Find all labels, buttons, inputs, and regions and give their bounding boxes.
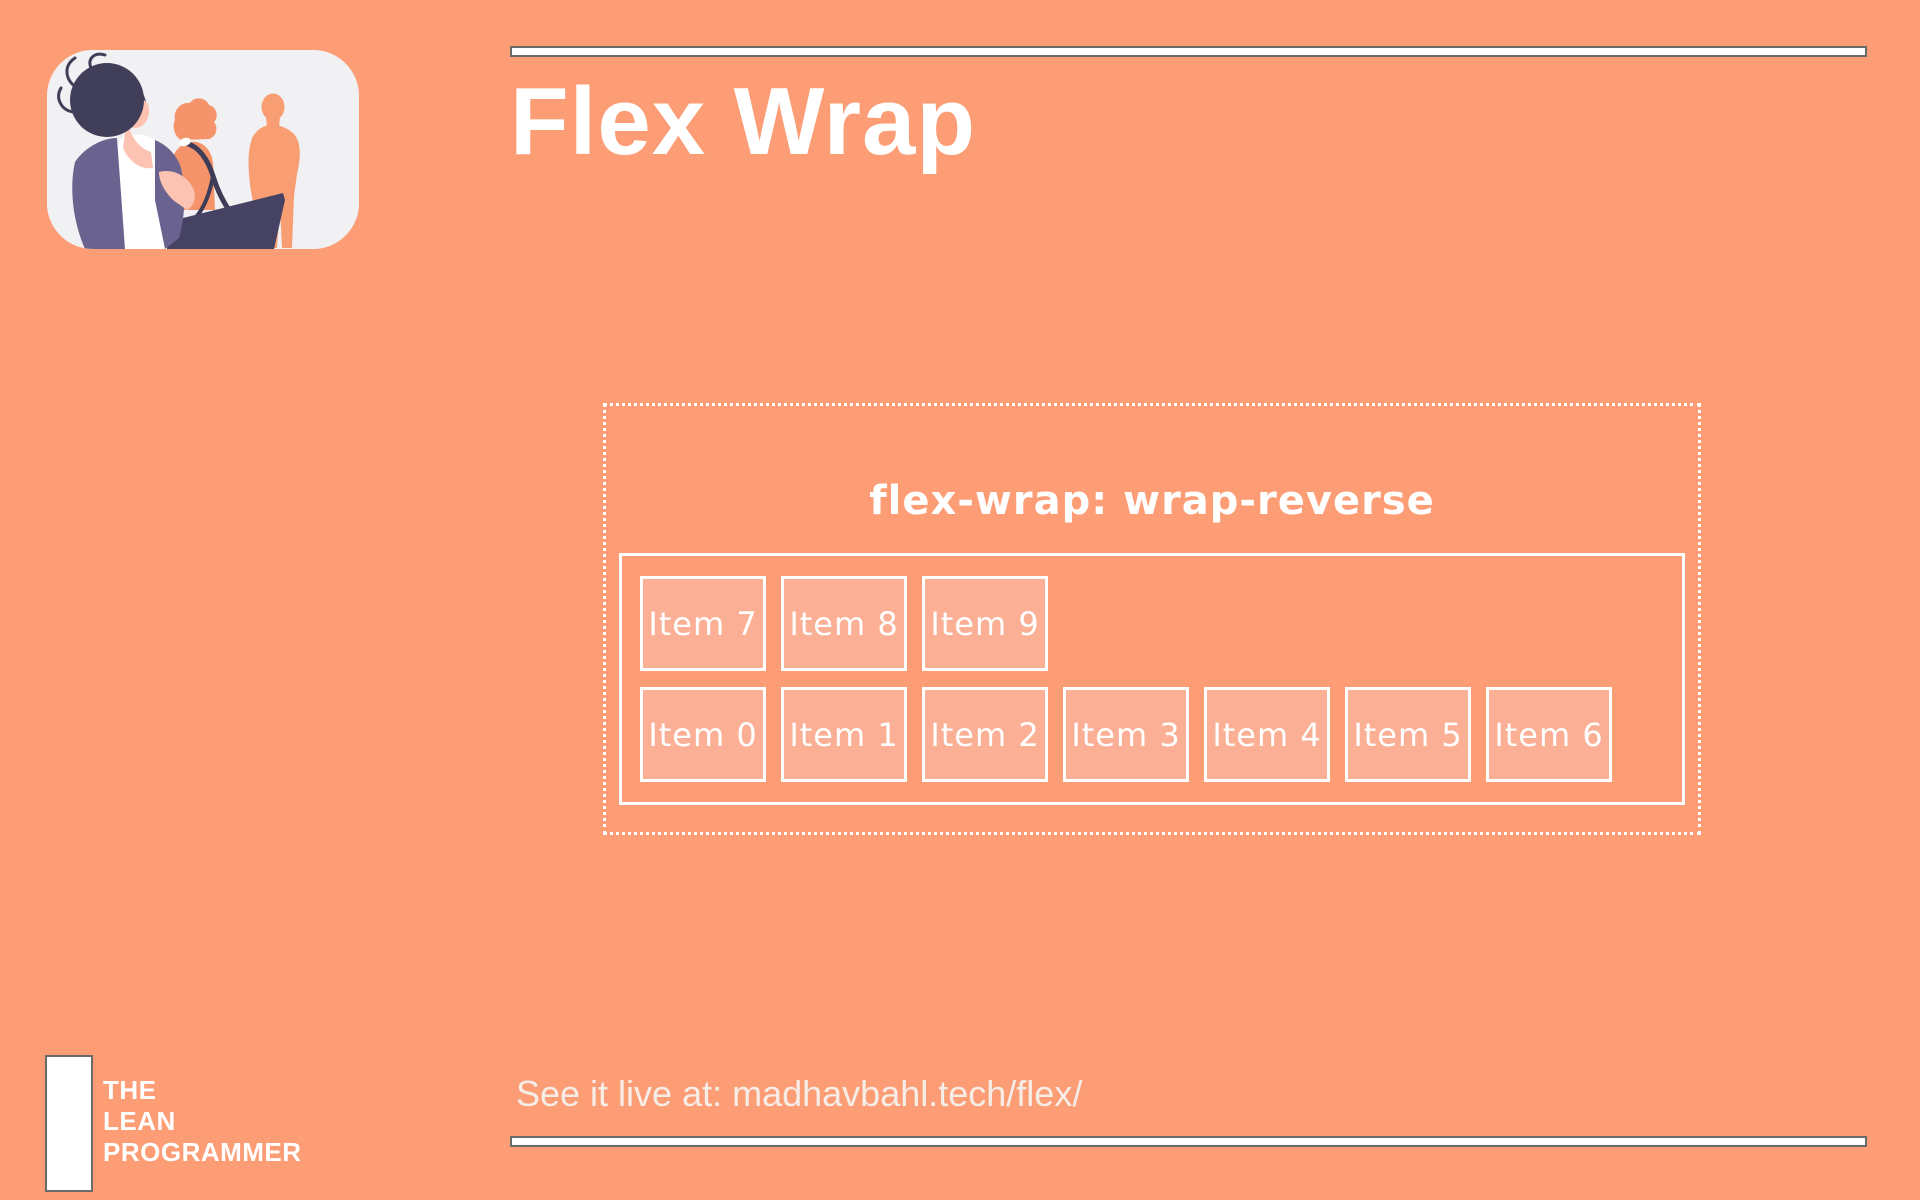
speaker-woman-icon [57,52,195,249]
flex-item-6: Item 6 [1486,687,1612,782]
flex-container: Item 0 Item 1 Item 2 Item 3 Item 4 Item … [619,553,1685,805]
flex-item-3: Item 3 [1063,687,1189,782]
bottom-divider-bar [510,1136,1867,1147]
flex-wrap-caption: flex-wrap: wrap-reverse [869,478,1435,524]
flex-item-1: Item 1 [781,687,907,782]
slide-title: Flex Wrap [510,68,977,175]
flex-item-0: Item 0 [640,687,766,782]
brand-line-programmer: PROGRAMMER [103,1137,302,1167]
flex-item-7: Item 7 [640,576,766,671]
flex-item-9: Item 9 [922,576,1048,671]
podium-icon [159,193,285,249]
flex-item-8: Item 8 [781,576,907,671]
brand-line-lean: LEAN [103,1106,176,1136]
speaker-illustration-card [47,50,359,249]
speaker-at-podium-illustration [47,50,359,249]
brand-line-the: THE [103,1075,157,1105]
microphone-icon [179,137,234,218]
live-url-text: See it live at: madhavbahl.tech/flex/ [516,1073,1083,1114]
flex-item-2: Item 2 [922,687,1048,782]
brand-block: THE LEAN PROGRAMMER [103,1075,302,1168]
top-divider-bar [510,46,1867,57]
brand-vertical-bar [45,1055,93,1192]
flex-item-4: Item 4 [1204,687,1330,782]
flex-demo-dotted-container: flex-wrap: wrap-reverse Item 0 Item 1 It… [603,403,1701,835]
flex-item-5: Item 5 [1345,687,1471,782]
